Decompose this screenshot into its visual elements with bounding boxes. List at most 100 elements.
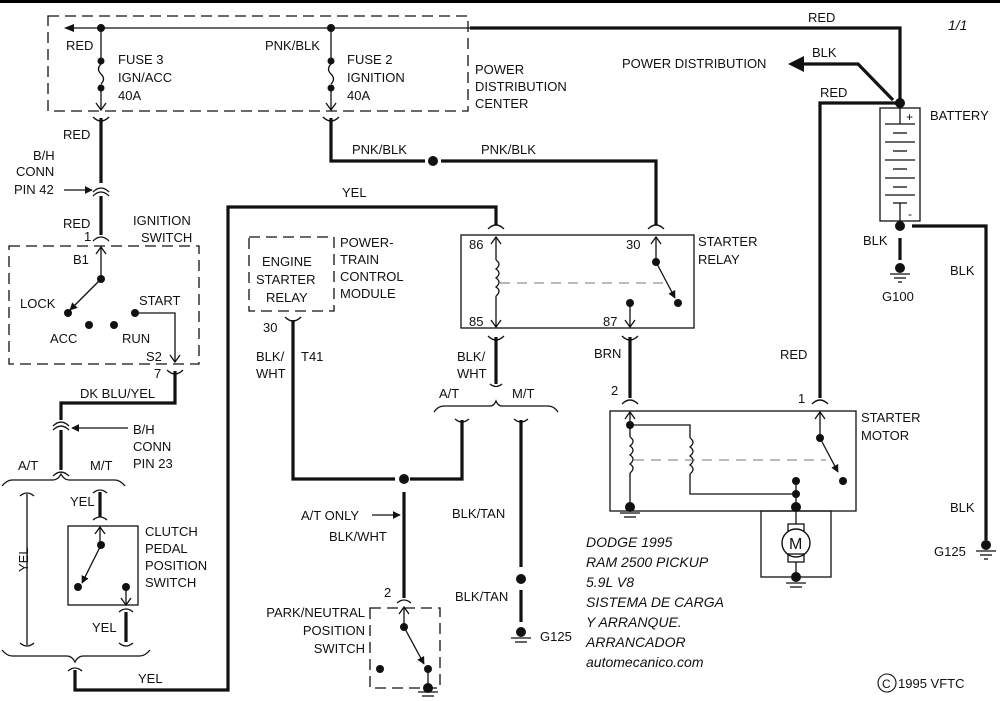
connector-icon (92, 236, 110, 242)
wire-label: YEL (342, 185, 367, 200)
pin-30: 30 (626, 237, 640, 252)
fuse3-label-3: 40A (118, 88, 141, 103)
pn-label-1: PARK/NEUTRAL (266, 605, 365, 620)
wire-label: RED (63, 127, 90, 142)
ignition-switch-label-1: IGNITION (133, 213, 191, 228)
fuse-2 (325, 28, 337, 112)
splice-dot (399, 474, 409, 484)
conn-pin: 1 (84, 229, 91, 244)
wire-pnk-blk-right (441, 159, 658, 225)
connector-icon (52, 471, 70, 477)
wire-label: BRN (594, 346, 621, 361)
splice-dot (516, 574, 526, 584)
starter-relay (460, 234, 695, 329)
wire-blk-power-dist (802, 62, 895, 102)
power-distribution-center: RED PNK/BLK FUSE 3 IGN/ACC 40A FUSE 2 IG… (47, 15, 567, 112)
wire-label: YEL (92, 620, 117, 635)
pdc-label-3: CENTER (475, 96, 528, 111)
arrow-left-icon (788, 56, 804, 72)
ignition-switch (8, 245, 200, 365)
wire-label: BLK (863, 233, 888, 248)
pcm-inner-3: RELAY (266, 290, 308, 305)
clutch-label-4: SWITCH (145, 575, 196, 590)
connector-icon (92, 187, 110, 193)
starter-relay-label-1: STARTER (698, 234, 757, 249)
wire-label: DK BLU/YEL (80, 386, 155, 401)
wire-label: YEL (138, 671, 163, 686)
option-at: A/T (18, 458, 38, 473)
conn-pin: 2 (611, 383, 618, 398)
position-lock: LOCK (20, 296, 56, 311)
pcm-inner-2: STARTER (256, 272, 315, 287)
wire-label: RED (780, 347, 807, 362)
top-border (0, 0, 1000, 3)
conn-pin: 2 (384, 585, 391, 600)
bh23-label-1: B/H (133, 422, 155, 437)
title-line: RAM 2500 PICKUP (586, 554, 709, 570)
bh23-label-3: PIN 23 (133, 456, 173, 471)
wire-label: BLK (950, 263, 975, 278)
connector-icon (621, 399, 639, 405)
copyright-symbol: C (882, 677, 891, 691)
pcm-label-3: CONTROL (340, 269, 404, 284)
bh42-label-2: CONN (16, 164, 54, 179)
wire-label: BLK/ (457, 349, 486, 364)
circuit-t41: T41 (301, 349, 323, 364)
option-brace (1, 649, 151, 664)
pin-86: 86 (469, 237, 483, 252)
wire-label: BLK/WHT (329, 529, 387, 544)
pcm-label-4: MODULE (340, 286, 396, 301)
battery: + - (879, 98, 921, 231)
pin-87: 87 (603, 314, 617, 329)
wire-label: YEL (70, 494, 95, 509)
power-distribution-label: POWER DISTRIBUTION (622, 56, 766, 71)
starter-motor (609, 410, 857, 588)
bus-arrow-icon (64, 24, 74, 32)
battery-minus: - (908, 207, 912, 221)
wire-red-battery-starter (818, 101, 897, 398)
battery-label: BATTERY (930, 108, 989, 123)
title-line: Y ARRANQUE. (586, 614, 682, 630)
connector-icon (647, 224, 665, 230)
clutch-label-2: PEDAL (145, 541, 188, 556)
splice-dot (428, 156, 438, 166)
connector-icon (52, 421, 70, 427)
bh42-label-3: PIN 42 (14, 182, 54, 197)
wire-label: PNK/BLK (352, 142, 407, 157)
powertrain-control-module (248, 236, 335, 322)
wire-label: RED (808, 10, 835, 25)
wire-red-top (470, 26, 902, 100)
wire-label: RED (66, 38, 93, 53)
pdc-label-2: DISTRIBUTION (475, 79, 567, 94)
conn-pin: 7 (154, 366, 161, 381)
ground-label: G125 (934, 544, 966, 559)
wire-label-vertical: YEL (16, 547, 31, 572)
ground-g125-right-icon (976, 540, 996, 560)
ground-g100-icon (890, 263, 910, 283)
copyright-label: 1995 VFTC (898, 676, 964, 691)
battery-plus: + (906, 110, 913, 124)
conn-pin: 1 (798, 391, 805, 406)
pdc-dashed-border (47, 15, 469, 112)
wire-yel-bottom (73, 205, 498, 692)
wire-label: BLK/TAN (455, 589, 508, 604)
fuse3-label-1: FUSE 3 (118, 52, 164, 67)
connector-icon (67, 667, 83, 672)
option-brace (1, 472, 126, 487)
battery-negative-terminal (895, 221, 905, 231)
connector-icon (811, 399, 829, 405)
pn-label-3: SWITCH (314, 641, 365, 656)
pin-85: 85 (469, 314, 483, 329)
option-mt: M/T (90, 458, 112, 473)
wire-label: WHT (457, 366, 487, 381)
pin-s2: S2 (146, 349, 162, 364)
position-start: START (139, 293, 180, 308)
connector-icon (487, 224, 505, 230)
option-brace (433, 399, 559, 413)
pdc-label-1: POWER (475, 62, 524, 77)
ignition-switch-label-2: SWITCH (141, 230, 192, 245)
bh42-label-1: B/H (33, 148, 55, 163)
pin-b1: B1 (73, 252, 89, 267)
connector-icon (92, 489, 108, 494)
motor-icon (781, 528, 811, 558)
